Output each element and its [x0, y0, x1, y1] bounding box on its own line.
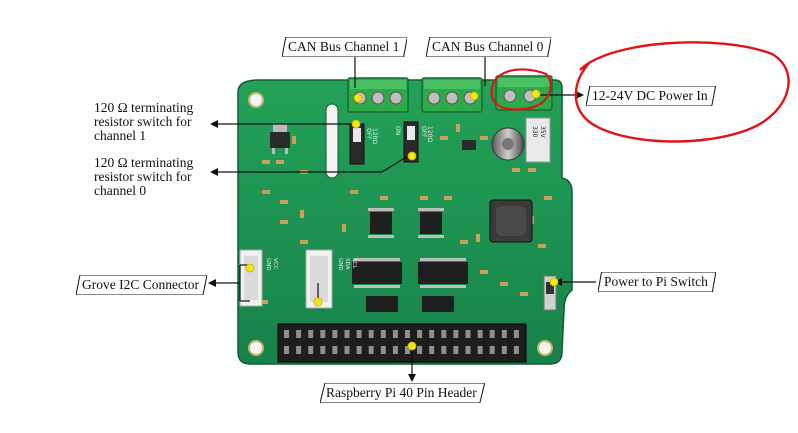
header-pin: [392, 330, 398, 338]
header-pin: [429, 330, 435, 338]
header-pin: [453, 330, 459, 338]
highlight-ring-power: [490, 68, 552, 111]
grove-silk-label: GND: [265, 258, 271, 271]
capacitor-marking: 35V: [539, 126, 546, 139]
mounting-hole-icon: [248, 340, 264, 356]
label-grove-connector: Grove I2C Connector: [76, 275, 207, 295]
header-pin: [344, 330, 350, 338]
header-pin: [489, 346, 495, 354]
header-pin: [417, 346, 423, 354]
label-term1-line3: channel 1: [94, 128, 147, 143]
header-pin: [332, 330, 338, 338]
header-pin: [513, 346, 519, 354]
header-pin: [380, 330, 386, 338]
header-pin: [332, 346, 338, 354]
header-pin: [284, 346, 289, 354]
label-term0-line3: channel 0: [94, 183, 147, 198]
header-pin: [477, 330, 483, 338]
switch-silk-label: ON: [394, 126, 401, 135]
leader-lines: [212, 57, 596, 378]
label-power-to-pi-switch-text: Power to Pi Switch: [604, 274, 708, 289]
header-pin: [284, 330, 289, 338]
mounting-hole-icon: [537, 340, 553, 356]
label-can-channel-0: CAN Bus Channel 0: [426, 37, 552, 57]
header-pin: [465, 330, 471, 338]
label-pi-40-pin-header-text: Raspberry Pi 40 Pin Header: [326, 385, 477, 400]
header-pin: [356, 330, 362, 338]
header-pin: [296, 330, 302, 338]
header-pin: [320, 330, 326, 338]
header-pin: [405, 346, 410, 354]
header-pin: [489, 330, 495, 338]
grove-connector-2: [305, 249, 333, 309]
grove-silk-label: SDA: [344, 258, 350, 270]
terminal-block-power: [495, 75, 553, 111]
label-power-to-pi-switch: Power to Pi Switch: [598, 272, 716, 292]
label-terminating-switch-ch0: 120 Ω terminating resistor switch for ch…: [94, 156, 212, 198]
header-pin: [441, 346, 447, 354]
header-pin: [308, 330, 314, 338]
switch-silk-label: 120Ω: [426, 126, 433, 142]
header-pin: [501, 330, 507, 338]
header-pin: [405, 330, 410, 338]
header-pin: [417, 330, 423, 338]
label-can-channel-1: CAN Bus Channel 1: [282, 37, 408, 57]
header-pin: [368, 346, 374, 354]
smd-components: [260, 124, 552, 304]
marker-dots: [245, 89, 559, 351]
regulator-chip: [270, 124, 290, 154]
label-grove-connector-text: Grove I2C Connector: [82, 277, 199, 292]
header-pin: [429, 346, 435, 354]
label-pi-40-pin-header: Raspberry Pi 40 Pin Header: [320, 383, 485, 403]
header-pin: [465, 346, 471, 354]
grove-silk-label: SCL: [351, 258, 357, 269]
mounting-hole-icon: [248, 92, 264, 108]
label-term0-line2: resistor switch for: [94, 169, 192, 184]
resistor-switch-ch0: [403, 121, 419, 163]
header-pin: [368, 330, 374, 338]
capacitor-marking: 330: [531, 126, 538, 138]
terminal-block-can0: [421, 77, 483, 113]
header-pin: [344, 346, 350, 354]
header-pin: [392, 346, 398, 354]
header-pin: [308, 346, 314, 354]
grove-silk-label: VCC: [272, 258, 278, 270]
label-term1-line1: 120 Ω terminating: [94, 100, 194, 115]
label-power-in-text: 12-24V DC Power In: [592, 88, 708, 103]
header-pin: [501, 346, 507, 354]
power-inductor: [489, 199, 533, 243]
header-pin: [320, 346, 326, 354]
header-pin: [453, 346, 459, 354]
label-can-channel-0-text: CAN Bus Channel 0: [432, 39, 544, 54]
label-term0-line1: 120 Ω terminating: [94, 155, 194, 170]
label-term1-line2: resistor switch for: [94, 114, 192, 129]
grove-silk-label: GND: [337, 258, 343, 271]
electrolytic-capacitor: 330 35V: [491, 117, 551, 163]
header-pin: [380, 346, 386, 354]
header-pin: [296, 346, 302, 354]
grove-connector-1: [239, 249, 263, 307]
gpio-header: [277, 323, 527, 363]
header-pin: [513, 330, 519, 338]
switch-silk-label: OFF: [365, 128, 372, 140]
header-pins: [284, 330, 519, 354]
board-slot: [325, 103, 339, 179]
transceiver-chips: [352, 212, 468, 312]
label-terminating-switch-ch1: 120 Ω terminating resistor switch for ch…: [94, 101, 212, 143]
resistor-switch-ch1: [349, 123, 365, 165]
label-can-channel-1-text: CAN Bus Channel 1: [288, 39, 400, 54]
switch-silk-label: 120Ω: [371, 128, 378, 144]
header-pin: [356, 346, 362, 354]
header-pin: [477, 346, 483, 354]
header-pin: [441, 330, 447, 338]
switch-silk-label: OFF: [420, 126, 427, 138]
highlight-ring-label: [574, 41, 790, 143]
label-power-in: 12-24V DC Power In: [586, 86, 716, 106]
chip-pins: [354, 208, 466, 288]
